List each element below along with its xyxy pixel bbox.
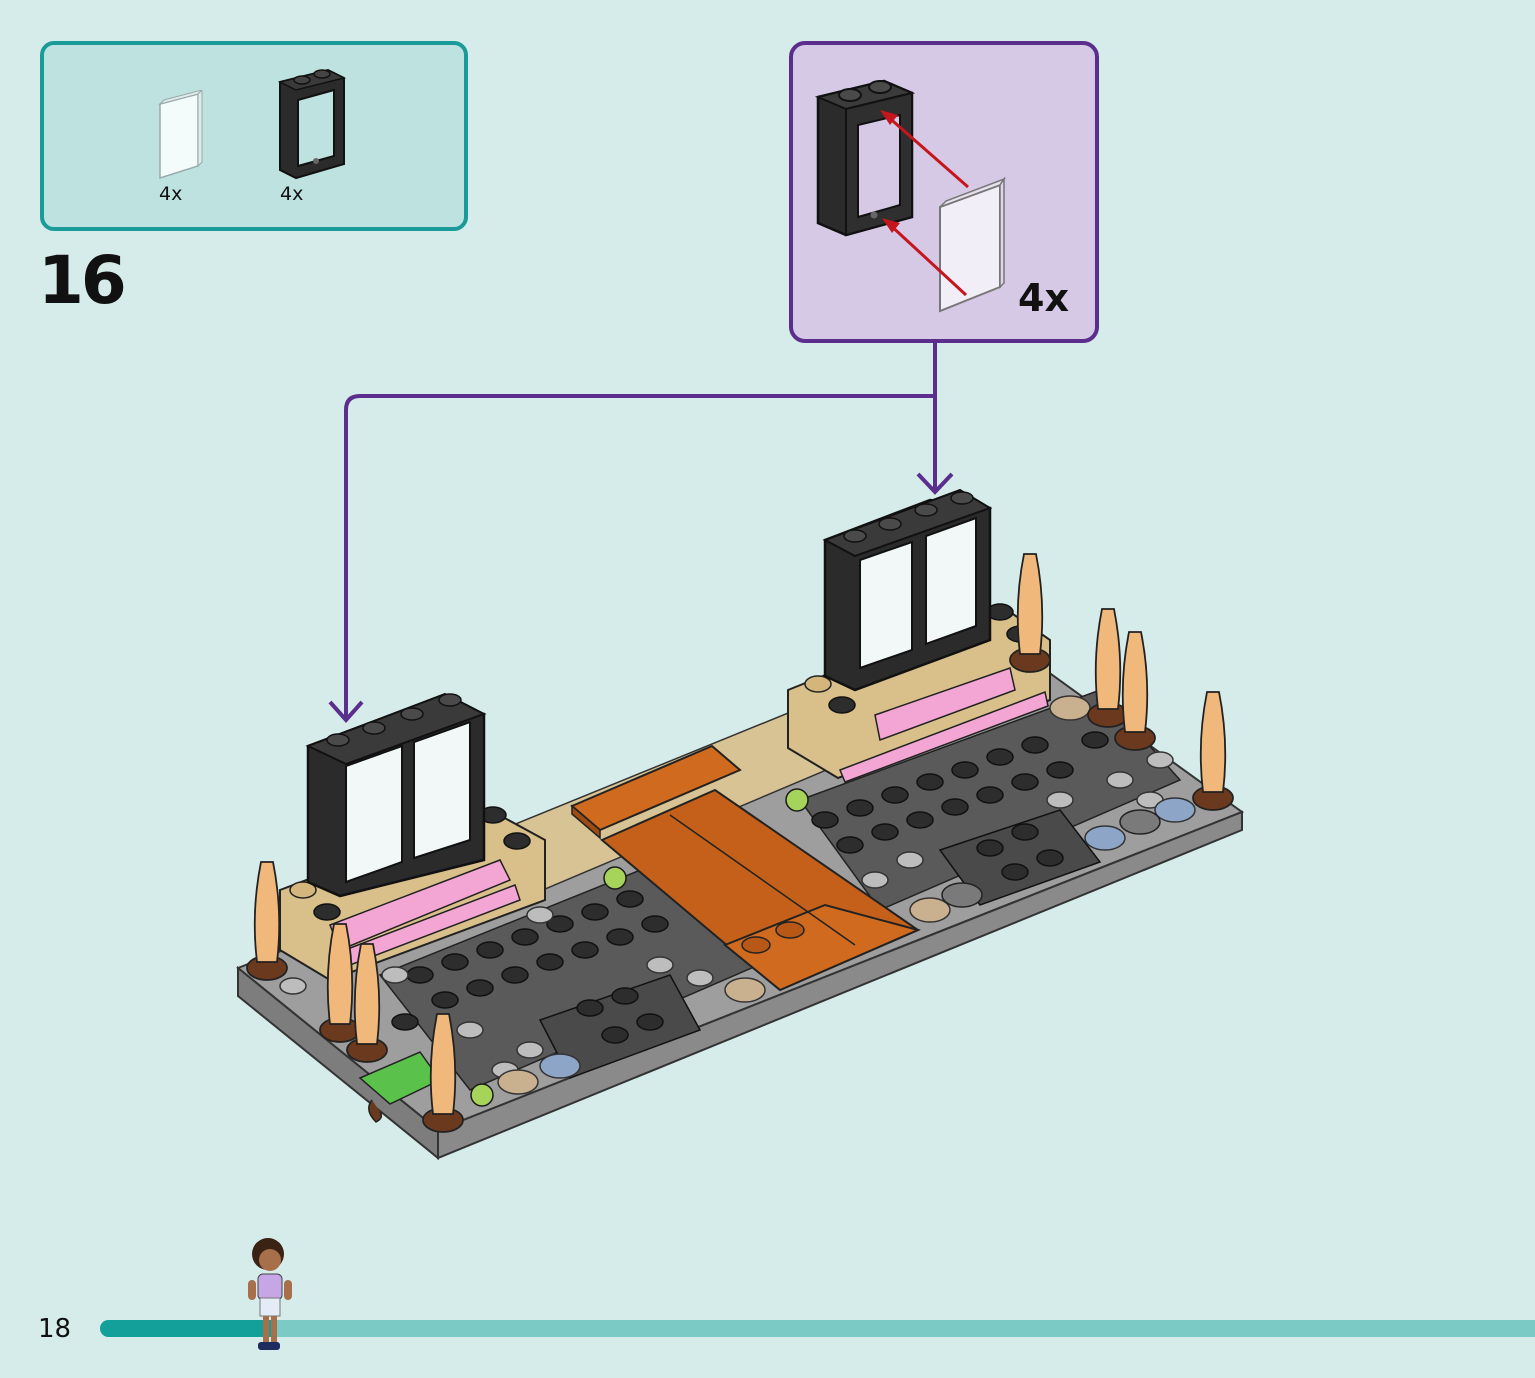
model-illustration bbox=[236, 340, 1245, 1161]
progress-bar-fill bbox=[100, 1320, 273, 1337]
step-number: 16 bbox=[38, 242, 127, 319]
character-figure-icon bbox=[248, 1238, 292, 1350]
placement-arrows bbox=[328, 340, 954, 724]
progress-bar bbox=[100, 1320, 1535, 1337]
window-frame-icon bbox=[277, 68, 347, 180]
orange-bridge bbox=[570, 744, 922, 992]
glass-pane-count: 4x bbox=[159, 183, 183, 205]
lamp-posts bbox=[246, 553, 1234, 1133]
window-frame-count: 4x bbox=[280, 183, 304, 205]
page-number: 18 bbox=[38, 1314, 72, 1344]
callout-quantity: 4x bbox=[1018, 276, 1069, 320]
parts-list-box bbox=[40, 41, 468, 231]
callout-assembly-illustration bbox=[814, 79, 1006, 313]
glass-pane-icon bbox=[158, 90, 203, 180]
